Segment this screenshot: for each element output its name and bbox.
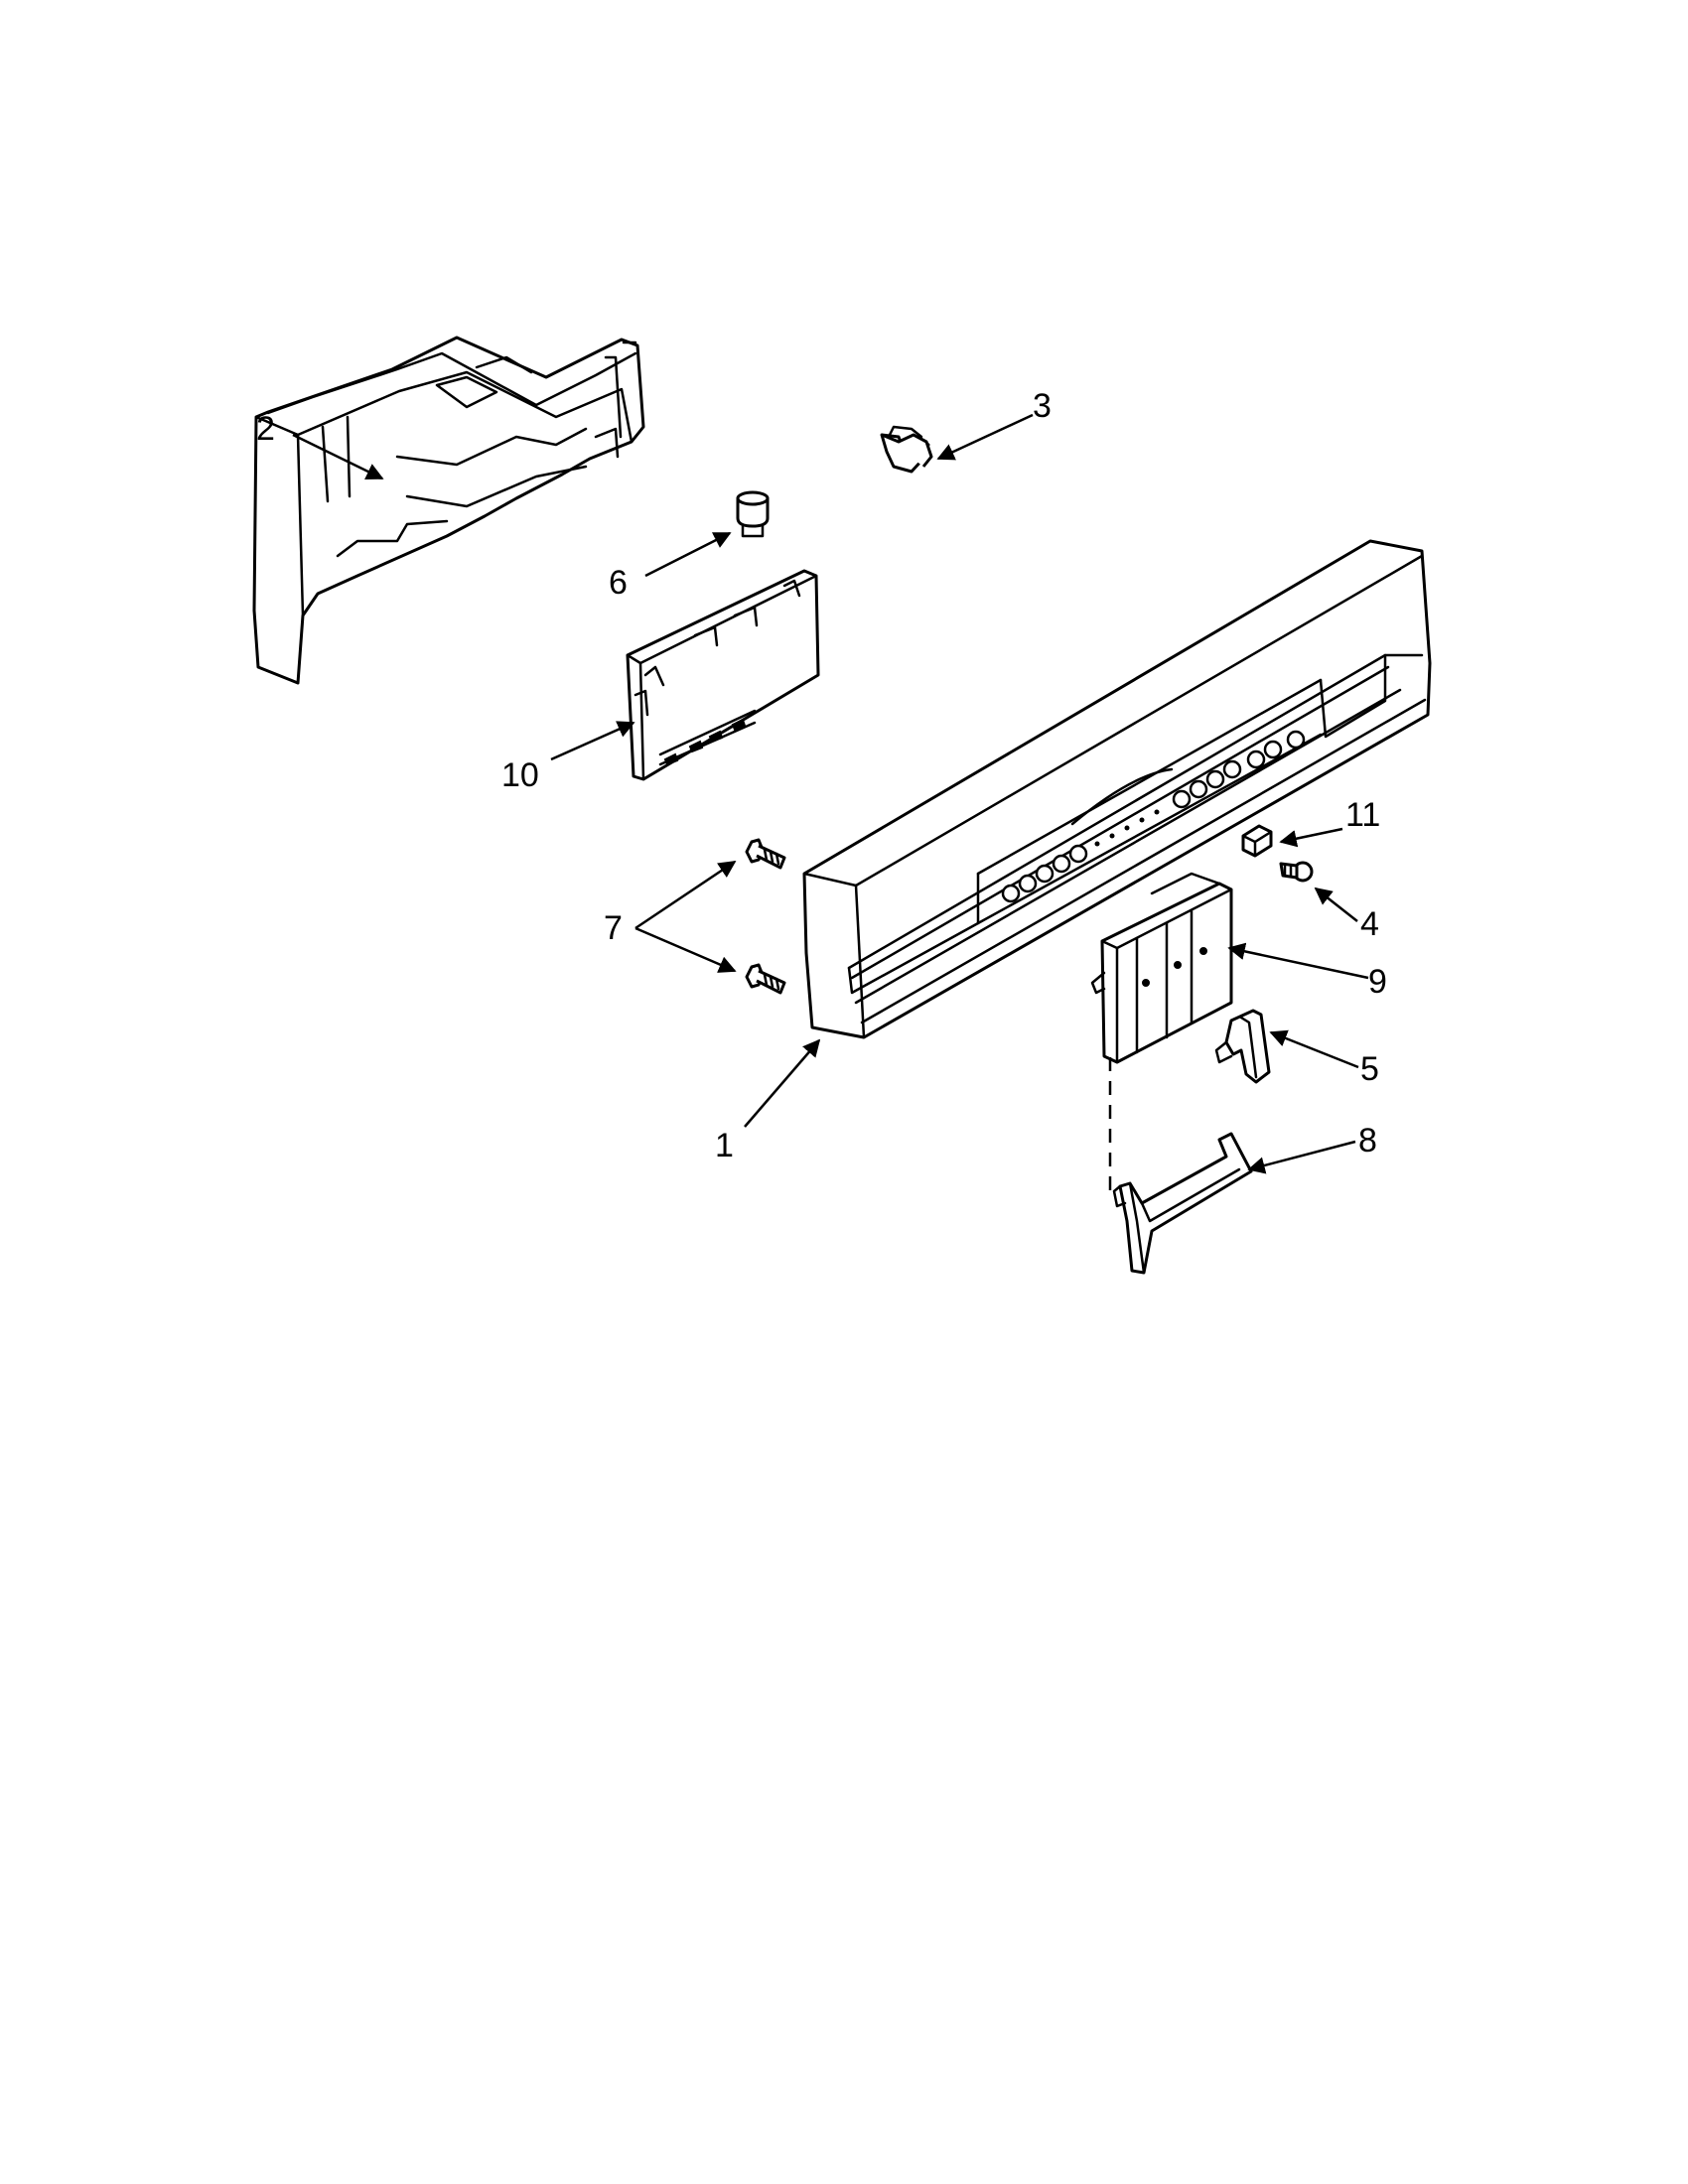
callout-4: 4 (1360, 905, 1379, 943)
leader-lines (292, 413, 1369, 1174)
part-4-screw (1279, 861, 1314, 883)
part-1-console-panel (802, 539, 1432, 1039)
callout-10: 10 (501, 756, 539, 794)
callout-7: 7 (604, 909, 623, 947)
callout-6: 6 (609, 564, 628, 602)
part-10-control-board (626, 569, 820, 781)
part-7-screws (745, 838, 786, 995)
callout-8: 8 (1358, 1122, 1377, 1160)
callout-1: 1 (715, 1127, 734, 1164)
callout-9: 9 (1368, 963, 1387, 1001)
callout-2: 2 (256, 410, 275, 448)
callout-3: 3 (1033, 387, 1052, 425)
part-11-block (1241, 824, 1273, 858)
callout-11: 11 (1345, 796, 1380, 834)
callout-5: 5 (1360, 1050, 1379, 1088)
part-6-cap (736, 490, 770, 538)
part-8-bracket (1112, 1132, 1253, 1275)
part-2-housing (252, 336, 645, 685)
part-3-clip (880, 425, 933, 474)
part-9-bracket (1090, 872, 1233, 1064)
part-5-clip (1214, 1009, 1271, 1084)
callout-labels: 2 3 6 10 7 1 11 4 9 5 8 (256, 387, 1387, 1164)
